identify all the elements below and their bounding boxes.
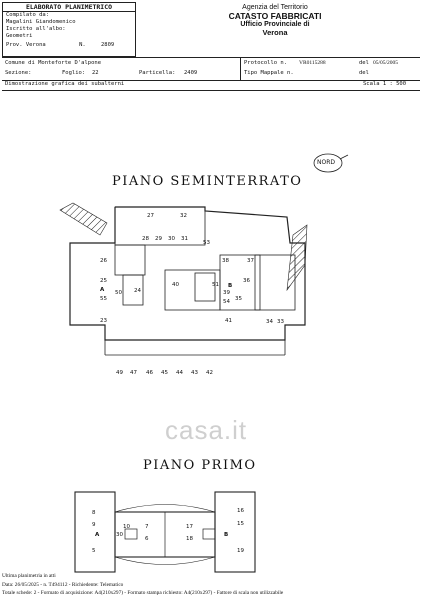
sub-label: 50: [115, 290, 122, 296]
info-row: Comune di Monteforte D'alpone Sezione: F…: [2, 57, 420, 81]
sub-label: 30: [116, 532, 123, 538]
sub-label: 29: [155, 236, 162, 242]
sub-label: 10: [123, 524, 130, 530]
sub-label: 43: [191, 370, 198, 376]
sub-label: 8: [92, 510, 96, 516]
iscritto-label: Iscritto all'albo:: [6, 26, 66, 32]
n-value: 2809: [101, 42, 115, 48]
sub-label: 7: [145, 524, 149, 530]
tipo-label: Tipo Mappale n.: [244, 70, 294, 76]
sub-label: 31: [181, 236, 188, 242]
sub-label: 49: [116, 370, 123, 376]
n-label: N.: [79, 42, 86, 48]
sub-label: 19: [237, 548, 244, 554]
sub-label: 55: [100, 296, 107, 302]
north-compass: NORD: [310, 150, 350, 176]
compass-icon: [313, 153, 349, 173]
sezione-label: Sezione:: [5, 70, 32, 76]
footer-line1: Ultima planimetria in atti: [2, 573, 56, 579]
tipo-del-label: del: [359, 70, 369, 76]
sub-label: 35: [235, 296, 242, 302]
sub-label: 16: [237, 508, 244, 514]
footer-line3: Totale schede: 2 - Formato di acquisizio…: [2, 590, 284, 596]
agency-line3: Ufficio Provinciale di: [240, 21, 310, 28]
sub-label: 51: [212, 282, 219, 288]
sub-label: B: [228, 283, 233, 289]
sub-label: 23: [100, 318, 107, 324]
sub-label: 15: [237, 521, 244, 527]
footer: Ultima planimetria in atti Data: 26/05/2…: [2, 572, 422, 598]
sub-label: 39: [223, 290, 230, 296]
sub-label: 46: [146, 370, 153, 376]
sub-label: 28: [142, 236, 149, 242]
prov-label: Prov. Verona: [6, 42, 46, 48]
sub-label: 27: [147, 213, 154, 219]
compilato-label: Compilato da:: [6, 12, 50, 18]
sub-label: 40: [172, 282, 179, 288]
agency-line1: Agenzia del Territorio: [242, 4, 308, 11]
compilato-name: Magalini Giandomenico: [6, 19, 76, 25]
sub-label: 41: [225, 318, 232, 324]
sub-label: 26: [100, 258, 107, 264]
header-left-box: ELABORATO PLANIMETRICO Compilato da: Mag…: [2, 2, 136, 57]
foglio-value: 22: [92, 70, 99, 76]
sub-label: 45: [161, 370, 168, 376]
floor-plan-primo: [74, 491, 256, 573]
protocollo-label: Protocollo n.: [244, 60, 288, 66]
sub-label: A: [100, 287, 105, 293]
sub-label: 5: [92, 548, 96, 554]
agency-line4: Verona: [262, 28, 288, 37]
sub-label: 42: [206, 370, 213, 376]
del-label: del: [359, 60, 369, 66]
subtitle-row: Dimostrazione grafica dei subalterni Sca…: [2, 80, 420, 91]
particella-value: 2409: [184, 70, 198, 76]
plan-title-primo: PIANO PRIMO: [143, 458, 257, 473]
sub-label: 24: [134, 288, 141, 294]
sub-label: 30: [168, 236, 175, 242]
header-title: ELABORATO PLANIMETRICO: [3, 3, 135, 12]
sub-label: B: [224, 532, 229, 538]
protocollo-value: VR0115288: [299, 60, 326, 66]
iscritto-value: Geometri: [6, 33, 33, 39]
protocollo-date: 05/05/2005: [373, 60, 399, 66]
sub-label: A: [95, 532, 100, 538]
scala: Scala 1 : 500: [362, 81, 406, 87]
sub-label: 54: [223, 299, 230, 305]
watermark: casa.it: [165, 415, 247, 446]
sub-label: 38: [222, 258, 229, 264]
footer-line2: Data: 26/05/2025 - n. T494112 - Richiede…: [2, 581, 124, 588]
sub-label: 47: [130, 370, 137, 376]
plan-title-seminterrato: PIANO SEMINTERRATO: [112, 174, 303, 189]
compass-label: NORD: [317, 159, 335, 166]
sub-label: 18: [186, 536, 193, 542]
foglio-label: Foglio:: [62, 70, 86, 76]
watermark-text: casa.it: [165, 415, 248, 445]
agency-block: Agenzia del Territorio CATASTO FABBRICAT…: [200, 4, 350, 37]
sub-label: 9: [92, 522, 96, 528]
sub-label: 6: [145, 536, 149, 542]
dimostrazione: Dimostrazione grafica dei subalterni: [5, 81, 125, 87]
sub-label: 33: [277, 319, 284, 325]
comune: Comune di Monteforte D'alpone: [5, 60, 102, 66]
sub-label: 44: [176, 370, 183, 376]
sub-label: 17: [186, 524, 193, 530]
particella-label: Particella:: [139, 70, 176, 76]
sub-label: 32: [180, 213, 187, 219]
sub-label: 37: [247, 258, 254, 264]
sub-label: 25: [100, 278, 107, 284]
sub-label: 53: [203, 240, 210, 246]
sub-label: 34: [266, 319, 273, 325]
floor-plan-seminterrato: [59, 202, 308, 356]
sub-label: 36: [243, 278, 250, 284]
agency-line2: CATASTO FABBRICATI: [228, 11, 322, 21]
